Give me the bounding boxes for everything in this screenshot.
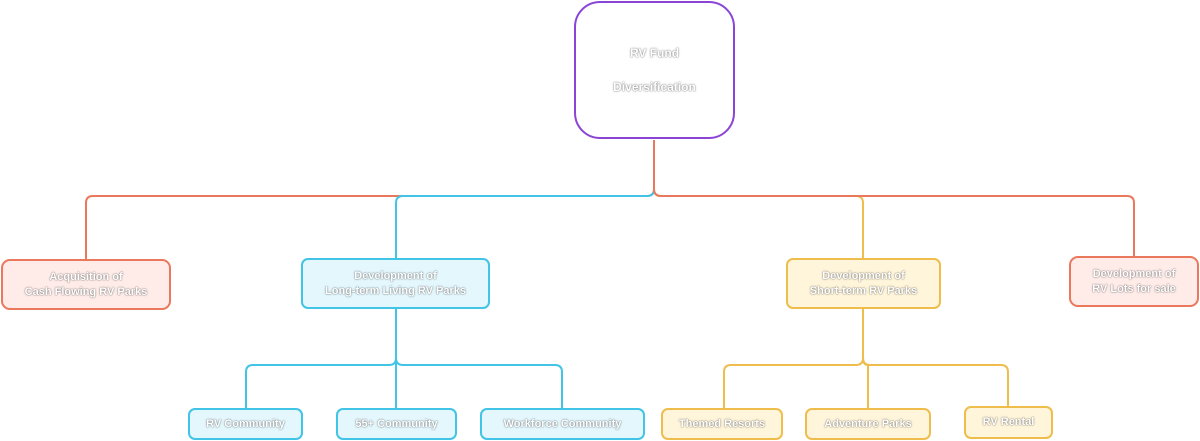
connector-root-long-term [395, 140, 655, 259]
node-rv-community[interactable]: RV Community [188, 408, 303, 440]
node-rv-rental[interactable]: RV Rental [964, 406, 1053, 439]
connector-short-term-themed [723, 308, 864, 409]
node-55-community[interactable]: 55+ Community [336, 408, 457, 440]
root-subtitle: Diversification [613, 80, 696, 94]
root-node-rv-fund[interactable]: RV Fund Diversification [574, 1, 735, 139]
root-title: RV Fund [629, 45, 680, 60]
node-rv-lots[interactable]: Development of RV Lots for sale [1069, 256, 1199, 307]
node-adventure-parks[interactable]: Adventure Parks [805, 408, 931, 440]
node-short-term-parks[interactable]: Development of Short-term RV Parks [786, 258, 941, 309]
connector-root-lots [653, 140, 1135, 257]
node-long-term-parks[interactable]: Development of Long-term Living RV Parks [301, 258, 490, 309]
node-acquisition[interactable]: Acquisition of Cash Flowing RV Parks [1, 259, 171, 310]
connector-long-term-workforce [395, 308, 563, 409]
connector-root-short-term [653, 140, 864, 259]
connector-short-term-rental [862, 308, 1009, 407]
connector-root-acquisition [85, 140, 655, 259]
node-workforce-community[interactable]: Workforce Community [480, 408, 645, 440]
node-themed-resorts[interactable]: Themed Resorts [661, 408, 783, 440]
connector-long-term-rv [245, 308, 397, 409]
